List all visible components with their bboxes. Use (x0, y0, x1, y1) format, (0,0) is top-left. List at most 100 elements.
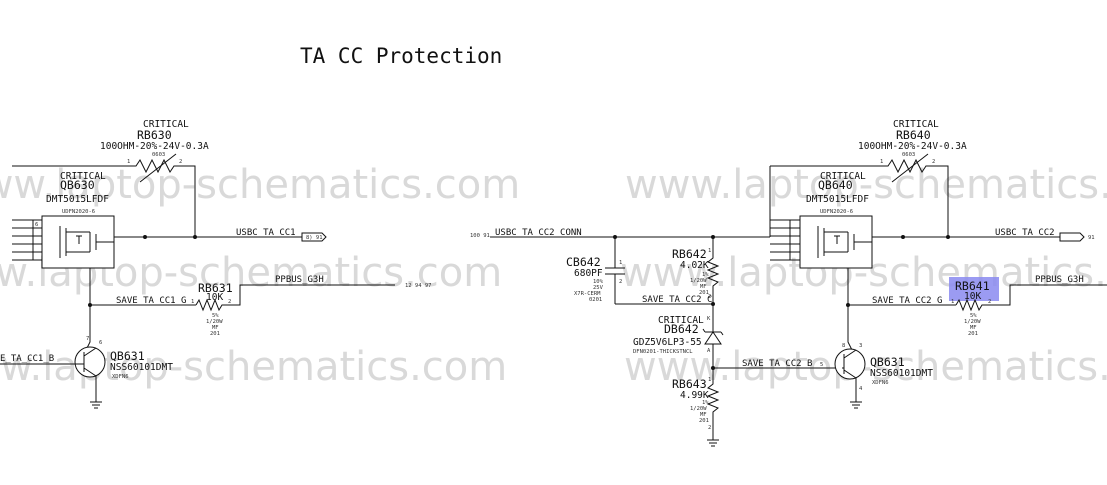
qb631b-pin5: 5 (820, 362, 823, 368)
rb631-value: 10K (206, 292, 223, 303)
qb631b-part: NSS60101DMT (870, 368, 933, 379)
rb630-resistor-symbol (12, 158, 196, 237)
watermark-text-6: www.laptop-schematics.com (624, 344, 1107, 390)
watermark: www.laptop-schematics.com www.laptop-sch… (0, 162, 1107, 390)
rb642-package: 201 (699, 290, 709, 296)
net-cc2-conn-page: 100 91 (470, 233, 490, 239)
db642-ref: DB642 (664, 322, 699, 336)
rb630-package: 0603 (152, 152, 165, 158)
rb641-highlight (949, 277, 999, 301)
rb642-ref: RB642 (672, 247, 707, 261)
rb641-tolerance: 5% (970, 313, 977, 319)
rb641-power: 1/20W (964, 319, 981, 325)
rb630-pin1: 1 (127, 159, 130, 165)
rb642-pin1: 1 (708, 248, 711, 254)
qb631-pin7: 7 (86, 336, 89, 342)
rb631-resistor-symbol (195, 284, 395, 312)
junction-cc2-a (901, 235, 905, 239)
left-circuit: CRITICAL RB630 100OHM-20%-24V-0.3A 0603 … (0, 119, 432, 409)
net-save-ta-cc1-g: SAVE_TA_CC1_G (116, 296, 186, 306)
watermark-text-1: www.laptop-schematics.com (0, 162, 520, 208)
right-circuit: 100 91 USBC_TA_CC2_CONN CRITICAL RB640 1… (470, 119, 1107, 447)
qb640-ref: QB640 (818, 178, 853, 192)
qb631-package: XDFN6 (112, 374, 129, 380)
page-title: TA CC Protection (300, 44, 502, 68)
net-usbc-ta-cc2-conn: USBC_TA_CC2_CONN (495, 228, 582, 238)
net-save-ta-cc2-g: SAVE_TA_CC2_G (872, 296, 942, 306)
cb642-pin2: 2 (619, 279, 622, 285)
offpage-cc1-page: 8) 91 (306, 235, 323, 241)
qb631b-pin8: 8 (842, 343, 845, 349)
cb642-symbol (605, 237, 625, 304)
junction-cc1-a (143, 235, 147, 239)
qb631b-symbol (842, 349, 857, 395)
net-usbc-ta-cc2: USBC_TA_CC2 (995, 228, 1055, 238)
cb642-voltage: 25V (593, 285, 604, 291)
rb643-pin2: 2 (708, 425, 711, 431)
rb640-pin1: 1 (880, 159, 883, 165)
rb643-package: 201 (699, 418, 709, 424)
qb630-ref: QB630 (60, 178, 95, 192)
cb642-value: 680PF (574, 268, 603, 279)
rb631-type: MF (212, 325, 219, 331)
rb642-type: MF (700, 284, 707, 290)
offpage-cc2-page: 91 (1088, 235, 1095, 241)
rb640-package: 0603 (902, 152, 915, 158)
net-ppbus-left-page: 12 94 97 (405, 283, 432, 289)
rb641-pin2: 2 (988, 299, 991, 305)
qb631-body (74, 346, 106, 378)
rb630-value: 100OHM-20%-24V-0.3A (100, 141, 209, 152)
qb630-left-pins (12, 219, 42, 261)
qb630-pin-labels: 6 (35, 222, 38, 228)
qb630-internal (59, 226, 114, 258)
rb641-type: MF (970, 325, 977, 331)
wire-qb631b-collector (847, 305, 853, 351)
rb642-value: 4.02K (680, 260, 709, 271)
rb643-value: 4.99K (680, 390, 709, 401)
rb642-pin2: 2 (708, 294, 711, 300)
qb631-symbol (83, 347, 97, 395)
net-save-ta-cc2-b: SAVE_TA_CC2_B (742, 359, 812, 369)
net-ppbus-g3h-left: PPBUS_G3H (275, 275, 324, 285)
db642-part: GDZ5V6LP3-55 (633, 337, 702, 348)
rb640-pin2: 2 (932, 159, 935, 165)
rb640-critical-label: CRITICAL (893, 119, 939, 130)
rb641-value: 10K (964, 291, 981, 302)
rb631-ref: RB631 (198, 281, 233, 295)
rb643-tolerance: 1% (702, 400, 709, 406)
qb640-left-pins (770, 219, 800, 261)
net-usbc-ta-cc1: USBC_TA_CC1 (236, 228, 296, 238)
net-save-ta-cc2-c: SAVE_TA_CC2_C (642, 295, 712, 305)
qb630-part: DMT5015LFDF (46, 194, 109, 205)
qb631b-package: XDFN6 (872, 380, 889, 386)
rb641-package: 201 (968, 331, 978, 337)
qb640-package: UDFN2020-6 (820, 209, 853, 215)
watermark-text-4: www.laptop-schematics.com (625, 162, 1107, 208)
offpage-cc2-flag (1059, 232, 1085, 242)
db642-critical-label: CRITICAL (658, 315, 704, 326)
qb630-critical-label: CRITICAL (60, 171, 106, 182)
rb643-power: 1/20W (690, 406, 707, 412)
cb642-dielectric: X7R-CERM (574, 291, 601, 297)
rb641-pin1: 1 (951, 299, 954, 305)
rb631-power: 1/20W (206, 319, 223, 325)
db642-symbol (702, 304, 724, 368)
rb631-pin1: 1 (191, 299, 194, 305)
rb643-pin1: 1 (708, 377, 711, 383)
cb642-ref: CB642 (566, 255, 601, 269)
rb630-critical-label: CRITICAL (143, 119, 189, 130)
cb642-tolerance: 10% (593, 279, 604, 285)
rb642-power: 1/20W (690, 278, 707, 284)
qb640-part: DMT5015LFDF (806, 194, 869, 205)
qb631b-ref: QB631 (870, 355, 905, 369)
ground-qb631 (90, 395, 102, 409)
db642-pin-a: A (707, 348, 711, 354)
qb640-critical-label: CRITICAL (820, 171, 866, 182)
rb631-tolerance: 5% (212, 313, 219, 319)
rb640-resistor-symbol (770, 158, 949, 237)
qb630-package: UDFN2020-6 (62, 209, 95, 215)
qb631b-pin3: 3 (859, 343, 862, 349)
rb642-tolerance: 1% (702, 272, 709, 278)
rb631-package: 201 (210, 331, 220, 337)
